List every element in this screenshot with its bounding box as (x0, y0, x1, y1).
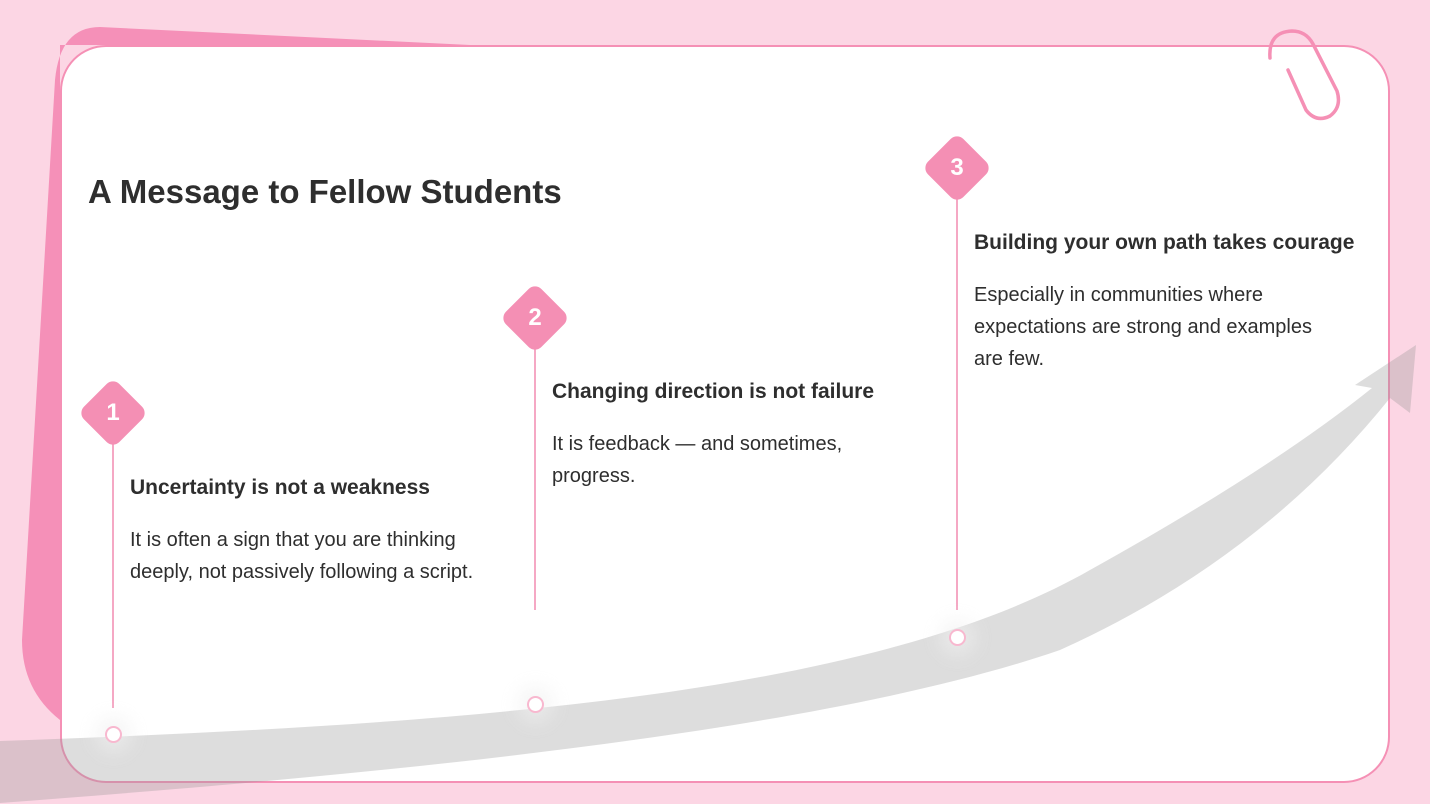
page-title: A Message to Fellow Students (88, 173, 562, 210)
step-3-heading: Building your own path takes courage (974, 231, 1355, 254)
step-2-milestone-dot (527, 696, 544, 713)
step-3-body: Especially in communities where expectat… (974, 284, 1312, 370)
step-2-connector (534, 345, 536, 610)
step-2-number: 2 (528, 304, 542, 331)
step-2-heading: Changing direction is not failure (552, 380, 875, 403)
step-3-milestone-dot (949, 629, 966, 646)
step-1-heading: Uncertainty is not a weakness (130, 476, 430, 499)
slide-card (60, 45, 1390, 783)
step-1-milestone-dot (105, 726, 122, 743)
step-3-number: 3 (950, 154, 964, 181)
step-1-number: 1 (106, 399, 120, 426)
step-1-connector (112, 440, 114, 708)
step-2-body: It is feedback — and sometimes, progress… (552, 433, 843, 487)
step-3-connector (956, 195, 958, 610)
step-1-body: It is often a sign that you are thinking… (130, 529, 474, 583)
